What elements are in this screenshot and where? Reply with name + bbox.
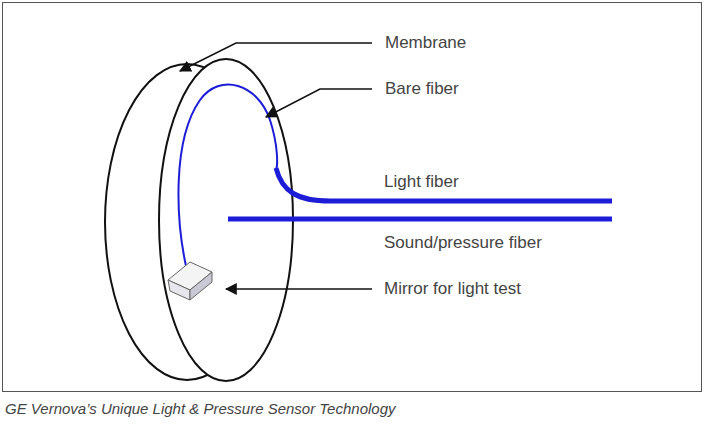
part-label: Sound/pressure fiber bbox=[384, 233, 542, 253]
leader-line bbox=[266, 89, 372, 117]
part-label: Mirror for light test bbox=[384, 279, 521, 299]
leader-line bbox=[226, 288, 372, 290]
part-label: Bare fiber bbox=[385, 79, 459, 99]
figure-border bbox=[3, 3, 702, 392]
bare-fiber bbox=[178, 85, 277, 266]
light-fiber bbox=[276, 168, 612, 201]
part-label: Light fiber bbox=[384, 172, 459, 192]
part-label: Membrane bbox=[385, 33, 466, 53]
pressure-fiber bbox=[228, 217, 612, 222]
leader-line bbox=[180, 43, 372, 71]
mirror-cube bbox=[168, 262, 212, 300]
figure-caption: GE Vernova’s Unique Light & Pressure Sen… bbox=[5, 400, 396, 418]
